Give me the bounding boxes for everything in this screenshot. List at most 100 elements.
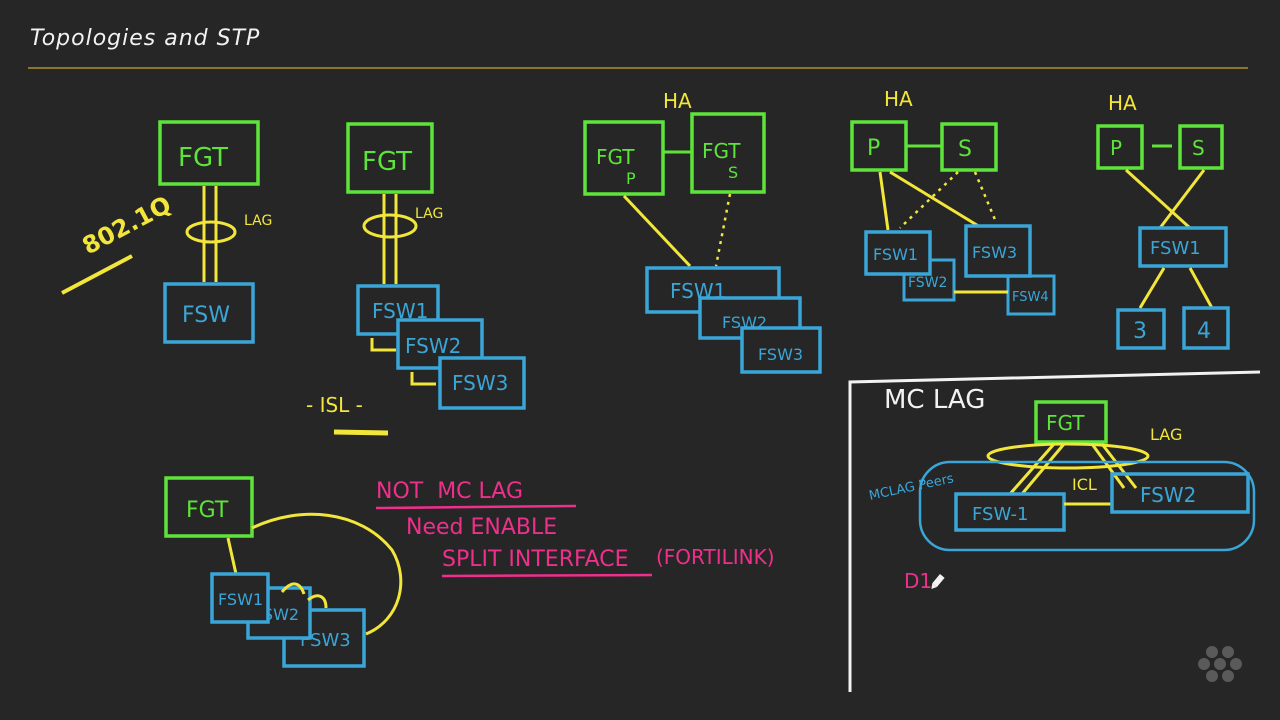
fgt-primary-box [583,120,665,196]
note-line-1: NOT MC LAG [376,479,523,504]
lag-label: LAG [1150,425,1182,444]
diagram-single-fsw: 802.1Q FGT LAG FSW [61,120,272,344]
lag-ring [986,442,1150,470]
primary-uplink [622,194,692,268]
fsw3-box [964,224,1032,278]
isl-link-1 [370,338,396,352]
diagram-ha-dual: HA P S FSW2 FSW1 FSW4 FSW3 [850,87,1056,316]
ha-label: HA [663,89,692,113]
fgt-primary-label: FGT [596,145,635,169]
fsw3-box [740,326,822,374]
s-to-fsw1 [899,171,959,229]
peer1-box [954,492,1066,532]
fsw1-box [1138,226,1228,268]
fsw2-label: FSW2 [908,275,947,291]
p-to-fsw [1124,168,1192,230]
fsw3-label: FSW3 [452,371,508,395]
fgt-label: FGT [1046,411,1085,435]
fsw3-label: FSW3 [972,243,1017,262]
ha-label: HA [884,87,913,111]
vlan-tag-underline [61,254,133,295]
primary-label: P [867,136,880,161]
fsw-ring-link [280,582,328,609]
secondary-standby-link [714,193,732,267]
note-underline-3 [441,573,653,578]
primary-box [1096,124,1144,170]
fsw2-label: FSW2 [405,334,461,358]
secondary-box [1178,124,1224,170]
icl-label: ICL [1072,475,1097,494]
diagram-stacked: FGT LAG FSW1 FSW2 FSW3 - ISL - [306,122,526,436]
notes: NOT MC LAG Need ENABLE SPLIT INTERFACE (… [375,479,775,578]
diagram-ring: FGT FSW3 FSW2 FSW1 [164,476,403,668]
note-line-2: Need ENABLE [406,515,557,540]
fsw1-label: FSW1 [873,245,918,264]
fsw3-box [438,356,526,410]
pen-cursor-icon [931,574,945,589]
lag-ring [362,213,418,239]
leaf-b-box [1182,306,1230,350]
fgt-box [1034,400,1108,444]
fsw3-label: FSW3 [758,345,803,364]
fgt-to-fsw3-loop [251,512,403,636]
leaf-a-box [1116,308,1166,350]
mclag-note: D1 [904,569,932,593]
fgt-secondary-role: S [728,163,738,182]
leaf-b-label: 4 [1197,319,1211,344]
mclag-peers-group [918,460,1256,552]
vlan-tag-label: 802.1Q [78,190,176,260]
fgt-label: FGT [178,143,228,173]
primary-label: P [1110,136,1122,160]
note-underline-1 [375,504,577,510]
fsw1-label: FSW1 [1150,238,1201,259]
fgt-secondary-box [690,112,766,194]
p-to-fsw3 [889,170,986,232]
watermark-logo-icon [1198,646,1242,682]
fsw-to-leaf-a [1138,267,1166,309]
mclag-peers-label: MCLAG Peers [868,471,956,504]
lag-label: LAG [415,206,443,222]
fgt-to-fsw1 [226,537,238,575]
note-line-3-suffix: (FORTILINK) [656,545,775,569]
ha-label: HA [1108,91,1137,115]
s-to-fsw3 [973,171,998,223]
lag-label: LAG [244,213,272,229]
diagram-ha-pair: HA FGT P FGT S FSW1 FSW2 FSW3 [583,89,822,374]
fgt-box [346,122,434,194]
fgt-box [158,120,260,186]
lag-link-1 [1008,443,1056,495]
fsw-label: FSW [182,303,230,328]
fsw1-box [210,572,270,624]
fgt-label: FGT [362,147,412,177]
secondary-label: S [958,137,972,162]
s-to-fsw [1158,169,1206,229]
secondary-box [940,122,998,172]
mclag-title: MC LAG [884,385,985,415]
mclag-panel: MC LAG FGT LAG MCLAG Peers FSW-1 ICL FSW… [848,370,1261,692]
isl-label: - ISL - [306,393,363,417]
p-to-fsw1 [878,171,890,231]
isl-underline [333,429,389,436]
fgt-primary-role: P [626,169,636,188]
fsw1-label: FSW1 [218,590,263,609]
page-title: Topologies and STP [30,26,261,51]
peer2-box [1110,472,1250,514]
isl-link-2 [410,372,436,386]
lag-link-2 [1020,443,1066,495]
secondary-label: S [1192,136,1205,160]
fgt-box [164,476,254,538]
fgt-secondary-label: FGT [702,139,741,163]
mclag-frame [848,370,1261,692]
peer1-label: FSW-1 [972,504,1028,525]
fgt-label: FGT [186,498,229,523]
leaf-a-label: 3 [1133,319,1147,344]
fsw3-label: FSW3 [300,630,351,651]
diagram-ha-split: HA P S FSW1 3 4 [1096,91,1230,350]
fsw1-box [864,230,932,276]
peer2-label: FSW2 [1140,483,1196,507]
lag-ring [185,220,237,244]
fsw-to-leaf-b [1188,267,1214,309]
fsw-box [163,282,255,344]
note-line-3: SPLIT INTERFACE [442,547,629,572]
